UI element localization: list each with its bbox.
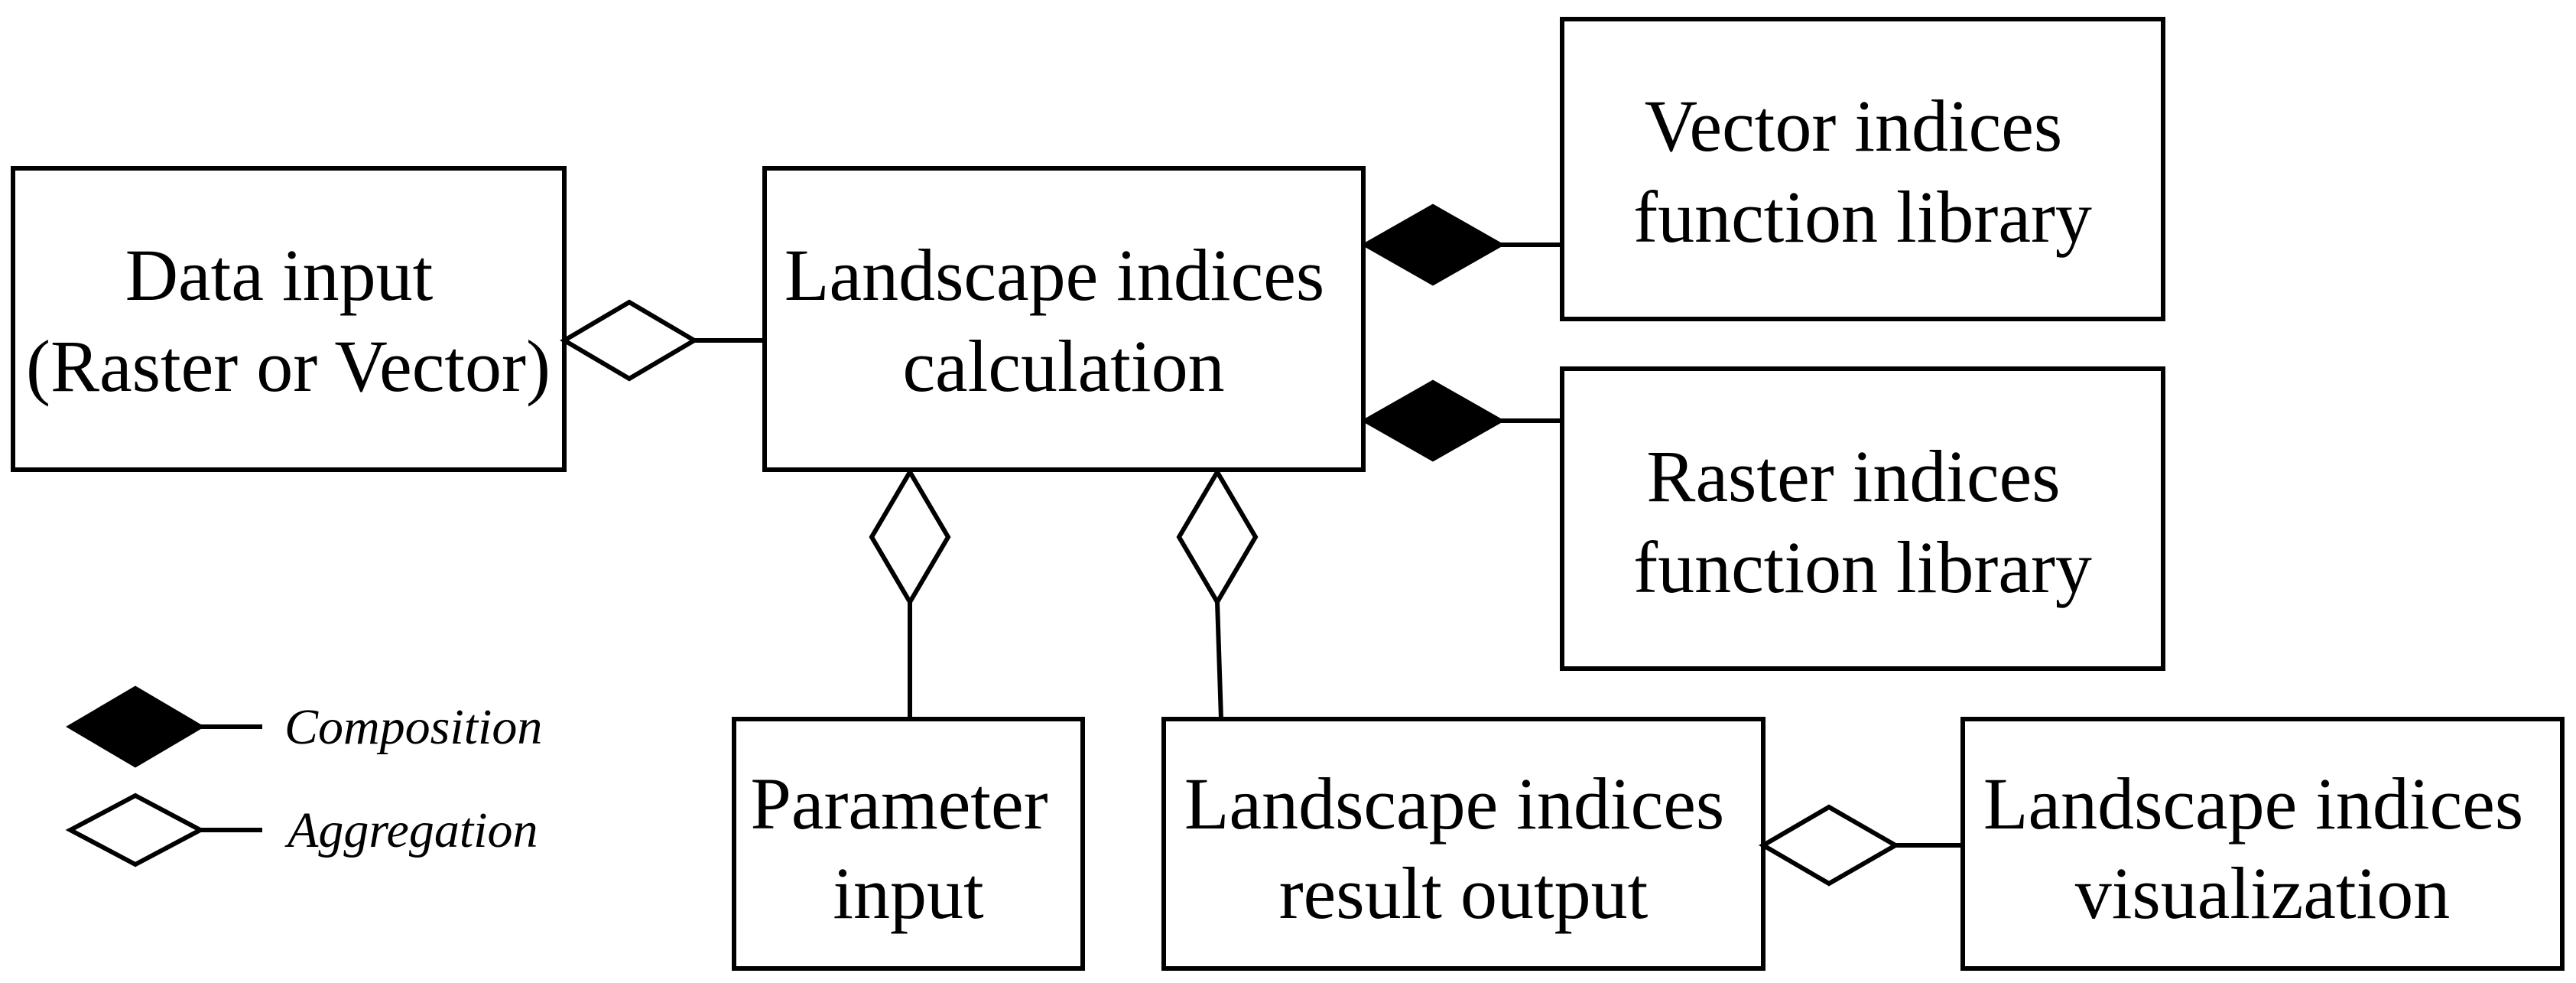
visualization-box [1960,717,2565,971]
parameter-input-label-line2: input [833,852,984,934]
raster-library-box [1560,366,2165,671]
visualization-label-line1: Landscape indices [1983,763,2523,845]
data-input-label-line2: (Raster or Vector) [26,325,551,407]
legend: Composition Aggregation [65,685,542,867]
raster-library-label-line2: function library [1633,526,2092,608]
result-output-label-line2: result output [1279,852,1649,934]
legend-composition-label: Composition [284,699,542,755]
composition-diamond-raster-library [1360,379,1506,462]
vector-library-label: Vector indices function library [1633,85,2092,258]
parameter-input-label-line1: Parameter [750,763,1048,845]
aggregation-diamond-parameter [869,467,951,607]
vector-library-box [1560,17,2165,321]
vector-library-label-line1: Vector indices [1645,85,2062,167]
landscape-calculation-label-line1: Landscape indices [784,234,1324,316]
aggregation-diamond-data-input [560,299,699,382]
raster-library-label-line1: Raster indices [1646,435,2060,517]
data-input-label: Data input (Raster or Vector) [26,234,551,407]
data-input-label-line1: Data input [125,234,434,316]
result-output-box [1161,717,1766,971]
composition-diamond-vector-library [1360,203,1506,286]
parameter-input-label: Parameter input [750,763,1066,934]
result-output-label-line1: Landscape indices [1184,763,1724,845]
landscape-calculation-box [762,166,1366,472]
visualization-label-line2: visualization [2075,852,2451,934]
aggregation-diamond-visualization [1759,804,1901,887]
data-input-box [11,166,567,472]
result-output-label: Landscape indices result output [1184,763,1743,934]
raster-library-label: Raster indices function library [1633,435,2092,608]
vector-library-label-line2: function library [1633,176,2092,258]
edge-result-to-calculation [1215,601,1223,720]
landscape-calculation-label: Landscape indices calculation [784,234,1343,407]
legend-composition-diamond-icon [66,685,205,768]
parameter-input-box [732,717,1085,971]
visualization-label: Landscape indices visualization [1983,763,2542,934]
legend-aggregation-diamond-icon [65,793,206,867]
aggregation-diamond-result-output [1176,467,1259,607]
landscape-calculation-label-line2: calculation [902,325,1224,407]
legend-aggregation-label: Aggregation [284,802,538,858]
